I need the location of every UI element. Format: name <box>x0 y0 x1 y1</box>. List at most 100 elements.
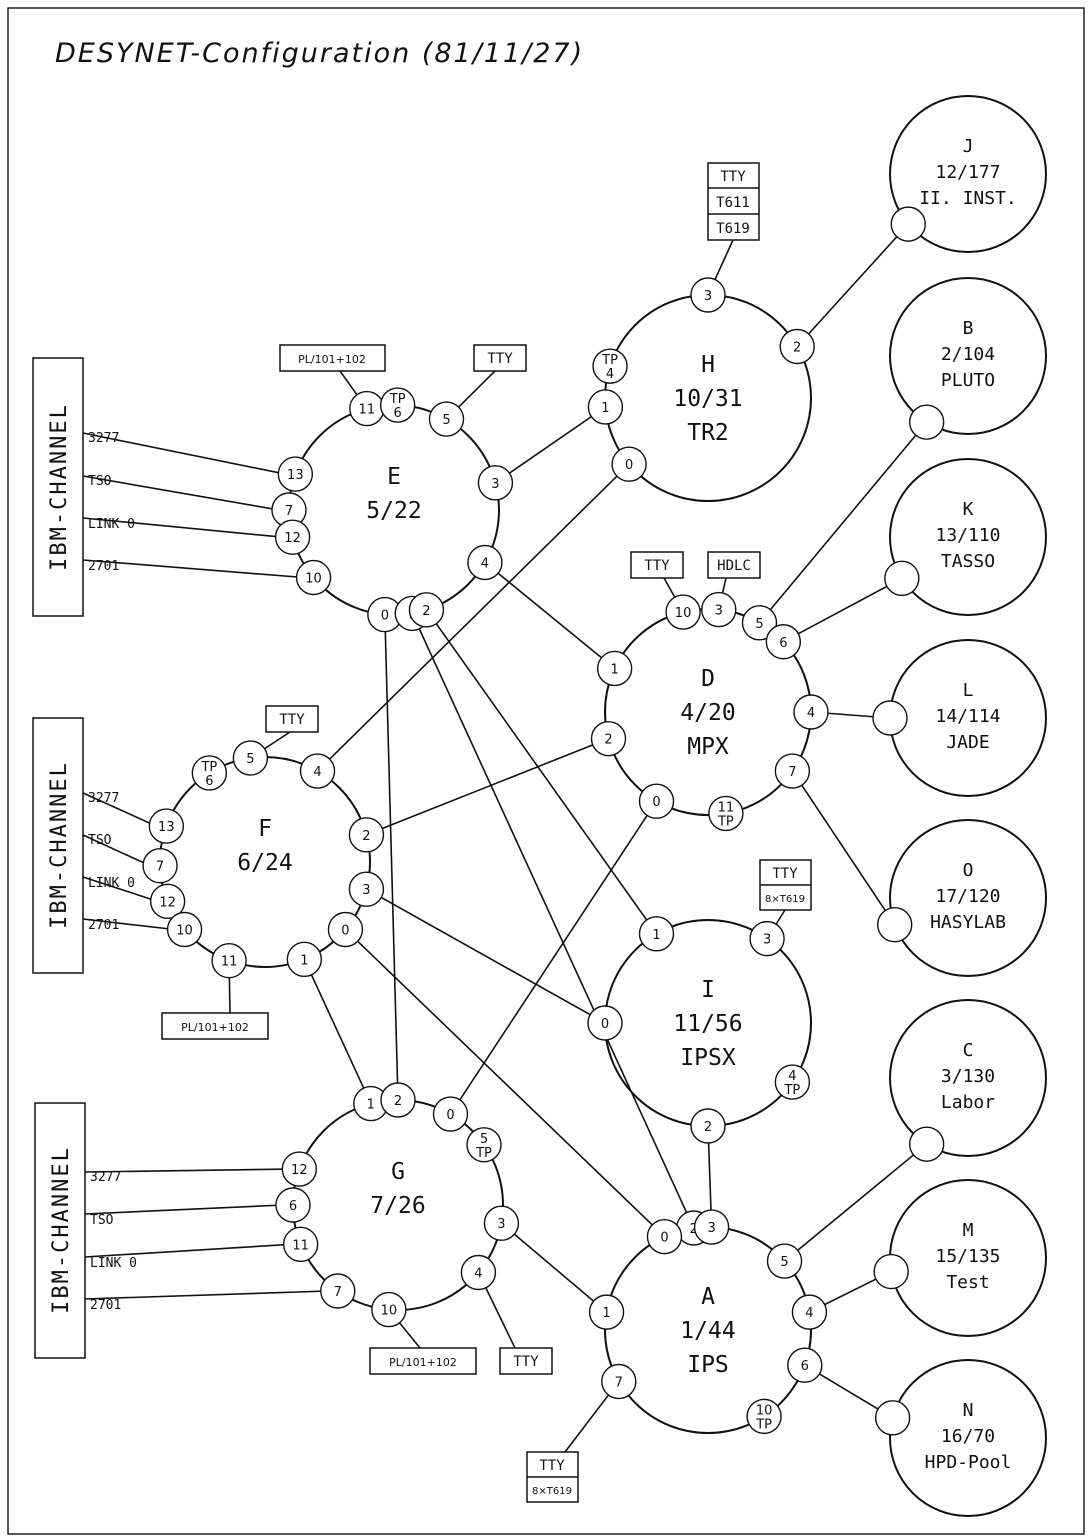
channel-1-line-4 <box>82 559 304 579</box>
port-a-6: 6 <box>787 1347 823 1383</box>
line-label-3277: 3277 <box>88 431 119 446</box>
port-label: 0 <box>381 609 389 624</box>
ibm-channel-2: IBM-CHANNEL <box>32 717 84 974</box>
port-h-tp-4: TP4 <box>592 348 628 384</box>
port-label: 3 <box>497 1217 505 1232</box>
node-id: K <box>963 499 974 520</box>
f-pl-box: PL/101+102 <box>161 1012 269 1040</box>
port-label: 11 <box>359 403 376 418</box>
port-f-12: 12 <box>149 883 186 920</box>
link-h2-j <box>796 223 909 348</box>
node-name: Labor <box>941 1092 995 1113</box>
port-label: 2 <box>604 733 612 748</box>
box-tty: TTY <box>772 866 798 882</box>
port-label: 4 <box>481 557 489 572</box>
port-a-5: 5 <box>766 1243 803 1279</box>
port-label: 0 <box>601 1017 609 1032</box>
channel-1-line-labels: 3277 TSO LINK 0 2701 <box>88 431 135 574</box>
port-label: 1 <box>602 1306 610 1321</box>
port-f-7: 7 <box>142 847 178 884</box>
node-id: N <box>963 1400 974 1421</box>
node-name: HASYLAB <box>930 912 1006 933</box>
port-d-5: 5 <box>741 605 778 641</box>
channel-2-line-3 <box>82 876 158 903</box>
port-label: TP <box>783 1083 800 1098</box>
port-g-2: 2 <box>380 1082 416 1118</box>
port-label: 0 <box>660 1231 668 1246</box>
box-pl: PL/101+102 <box>389 1356 457 1369</box>
box-tty: TTY <box>539 1458 565 1474</box>
port-e-10: 10 <box>295 559 332 596</box>
port-label: 2 <box>362 829 370 844</box>
port-label: 11 <box>718 800 735 815</box>
port-attach <box>908 1126 945 1162</box>
port-g-5-tp: 5TP <box>466 1127 502 1163</box>
link-f0-a0 <box>344 928 666 1238</box>
port-e-13: 13 <box>277 456 314 492</box>
port-label: 10 <box>756 1403 773 1418</box>
line-label-3277: 3277 <box>88 791 119 806</box>
node-id: O <box>963 860 974 881</box>
node-number: 16/70 <box>941 1426 995 1447</box>
node-id: C <box>963 1040 974 1061</box>
node-id: A <box>701 1284 715 1310</box>
port-label: 1 <box>367 1098 375 1113</box>
port-label: 4 <box>807 706 815 721</box>
node-number: 6/24 <box>237 850 292 876</box>
port-label: 13 <box>158 820 175 835</box>
port-label: 10 <box>381 1304 398 1319</box>
page-frame <box>7 7 1085 1535</box>
channel-label: IBM-CHANNEL <box>47 761 72 929</box>
port-label: 6 <box>779 636 787 651</box>
port-label: 3 <box>491 477 499 492</box>
node-id: B <box>963 318 974 339</box>
d-hdlc-box: HDLC <box>707 551 761 579</box>
node-name: IPS <box>687 1352 729 1378</box>
link-d6-k <box>782 577 903 643</box>
box-pl: PL/101+102 <box>181 1021 249 1034</box>
port-label: 7 <box>788 765 796 780</box>
g-pl-box: PL/101+102 <box>369 1347 477 1375</box>
line-label-link0: LINK 0 <box>88 876 135 891</box>
port-i-1: 1 <box>638 916 675 952</box>
channel-2-line-1 <box>82 792 157 827</box>
port-g-12: 12 <box>281 1151 318 1187</box>
line-label-3277: 3277 <box>90 1170 121 1185</box>
channel-3-line-2 <box>84 1204 284 1215</box>
box-tty: TTY <box>644 558 670 574</box>
port-label: 0 <box>446 1108 454 1123</box>
node-name: IPSX <box>680 1045 736 1071</box>
port-i-0: 0 <box>587 1005 623 1041</box>
port-g-3: 3 <box>483 1205 520 1241</box>
port-label: 10 <box>305 571 322 586</box>
port-e-tp-6: TP6 <box>379 387 416 423</box>
link-e4-d1 <box>484 561 616 670</box>
channel-1-line-1 <box>82 432 286 475</box>
port-label: 3 <box>763 933 771 948</box>
port-label: 6 <box>394 406 402 421</box>
link-f4-h0 <box>316 463 630 772</box>
link-g0-d0 <box>449 800 658 1115</box>
port-h-3: 3 <box>690 277 726 313</box>
port-label: 1 <box>652 928 660 943</box>
port-label: 11 <box>221 955 238 970</box>
port-label: 4 <box>788 1069 796 1084</box>
port-label: 0 <box>341 923 349 938</box>
node-number: 12/177 <box>935 162 1000 183</box>
port-label: 4 <box>474 1266 482 1281</box>
port-label: 6 <box>205 774 213 789</box>
box-t619: 8×T619 <box>765 894 805 905</box>
port-h-0: 0 <box>611 446 647 482</box>
node-name: Test <box>946 1272 989 1293</box>
channel-2-line-labels: 3277 TSO LINK 0 2701 <box>88 791 135 933</box>
node-id: D <box>701 666 715 692</box>
port-label: TP <box>601 353 618 368</box>
channel-3-line-labels: 3277 TSO LINK 0 2701 <box>90 1170 137 1313</box>
node-number: 15/135 <box>935 1246 1000 1267</box>
node-number: 14/114 <box>935 706 1000 727</box>
port-g-7: 7 <box>320 1273 356 1309</box>
